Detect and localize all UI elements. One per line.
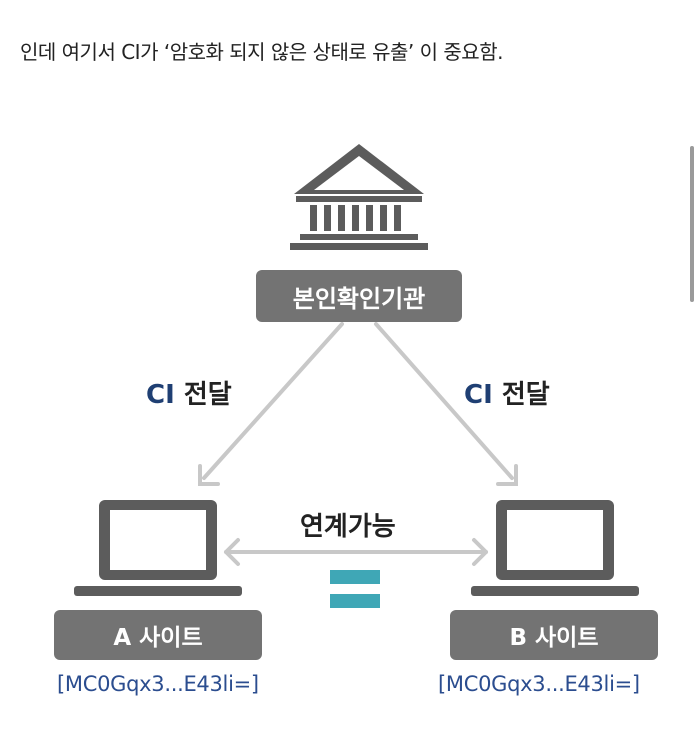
ci-text: CI bbox=[146, 380, 175, 410]
arrow-institution-to-site-a bbox=[198, 322, 344, 486]
site-a-box: A 사이트 bbox=[54, 610, 262, 660]
laptop-icon bbox=[74, 500, 242, 596]
transfer-text: 전달 bbox=[183, 380, 232, 410]
scrollbar[interactable] bbox=[690, 146, 694, 302]
ci-transfer-label-left: CI 전달 bbox=[146, 374, 232, 411]
equals-icon bbox=[330, 570, 380, 608]
bidirectional-arrow bbox=[224, 538, 488, 566]
intro-text: 인데 여기서 CI가 ‘암호화 되지 않은 상태로 유출’ 이 중요함. bbox=[20, 40, 503, 64]
site-b-label: B 사이트 bbox=[509, 625, 599, 651]
site-b-ci-code: [MC0Gqx3...E43li=] bbox=[438, 672, 640, 696]
bank-building-icon bbox=[290, 144, 428, 250]
transfer-text: 전달 bbox=[501, 380, 550, 410]
institution-label: 본인확인기관 bbox=[292, 284, 426, 313]
institution-box: 본인확인기관 bbox=[256, 270, 462, 322]
site-b-box: B 사이트 bbox=[450, 610, 658, 660]
arrow-institution-to-site-b bbox=[374, 322, 518, 486]
ci-transfer-label-right: CI 전달 bbox=[464, 374, 550, 411]
laptop-icon bbox=[471, 500, 639, 596]
site-a-label: A 사이트 bbox=[113, 625, 203, 651]
ci-text: CI bbox=[464, 380, 493, 410]
link-possible-label: 연계가능 bbox=[300, 512, 396, 542]
site-a-ci-code: [MC0Gqx3...E43li=] bbox=[57, 672, 259, 696]
